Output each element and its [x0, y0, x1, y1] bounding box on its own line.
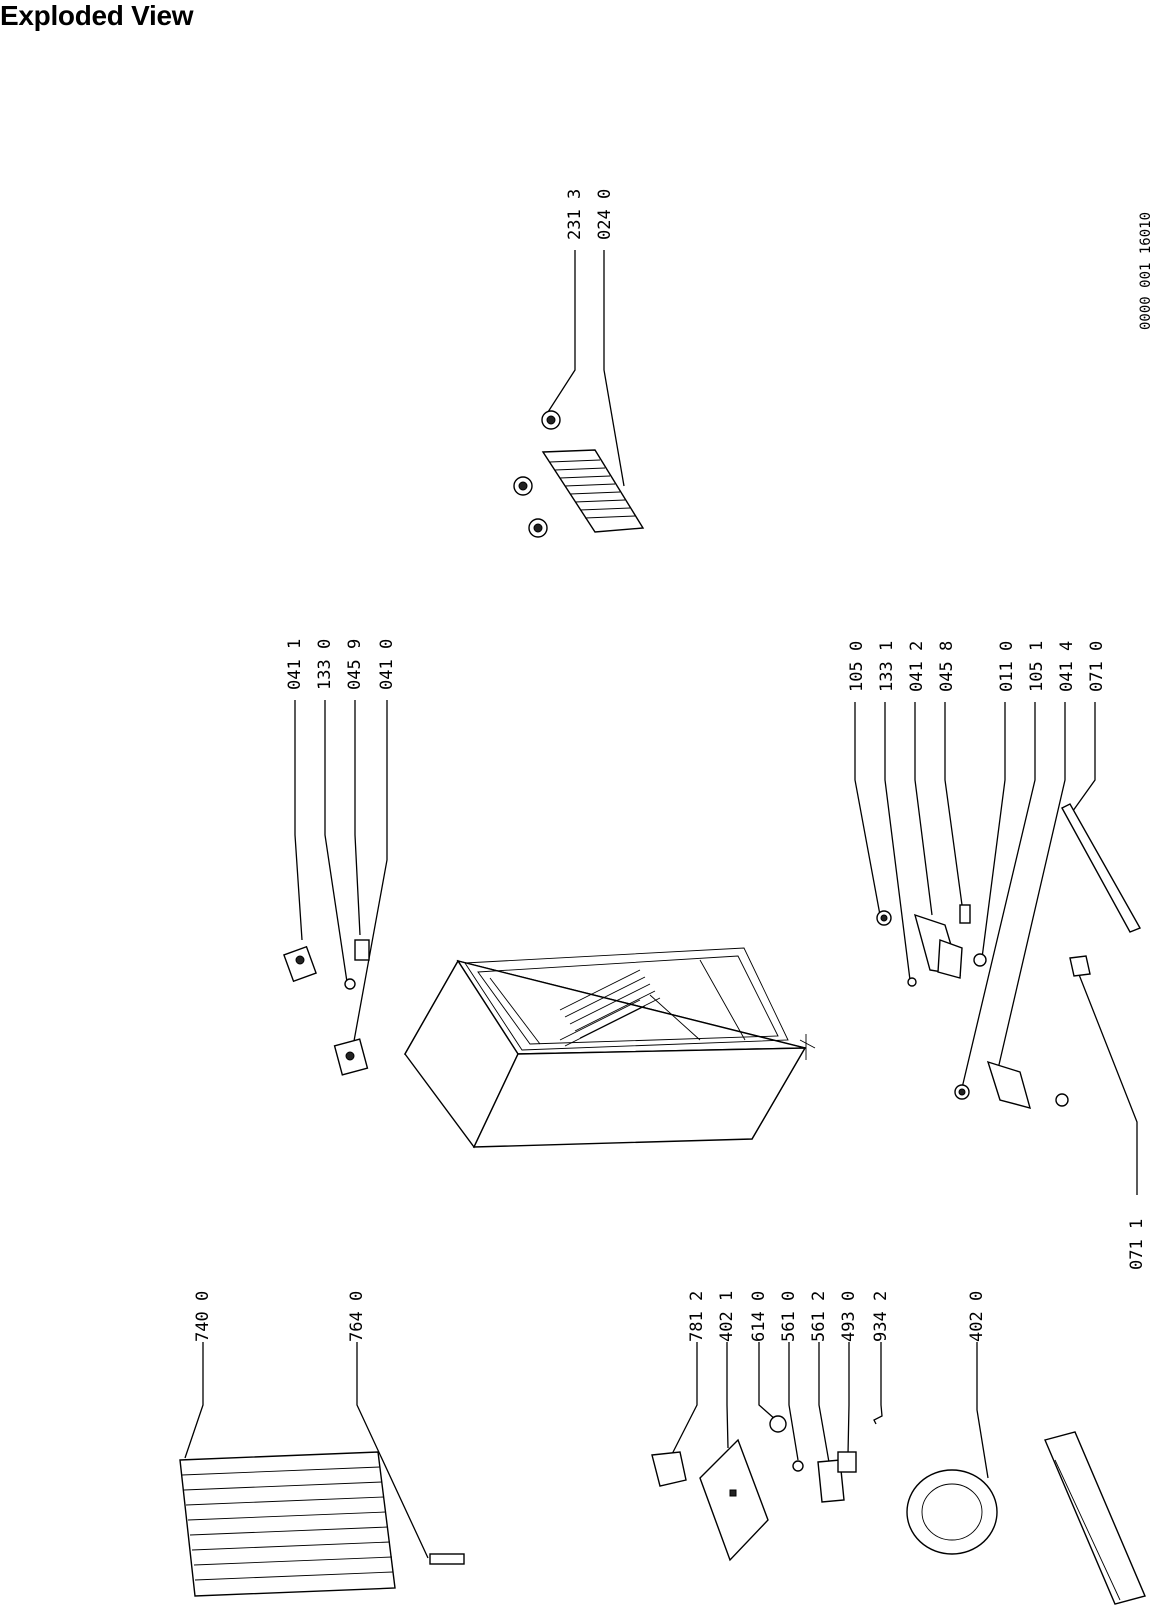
- label-071-0: 071 0: [1087, 641, 1107, 692]
- label-045-9: 045 9: [345, 639, 365, 690]
- label-045-8: 045 8: [937, 641, 957, 692]
- knob-024: [513, 410, 561, 538]
- label-614-0: 614 0: [749, 1291, 769, 1342]
- page-title: Exploded View: [0, 0, 194, 31]
- part-labels: 231 3 024 0 041 1 133 0 045 9 041 0 105 …: [193, 189, 1147, 1342]
- filter-764: [429, 1553, 465, 1565]
- label-402-0: 402 0: [967, 1291, 987, 1342]
- bar-071-0: [1061, 803, 1142, 933]
- bushing-133-0: [344, 978, 356, 990]
- base-plate: [1044, 1431, 1146, 1605]
- part-561-0: [792, 1460, 804, 1472]
- label-041-1: 041 1: [285, 639, 305, 690]
- compressor-402-0: [906, 1469, 998, 1555]
- foot-105-0: [876, 910, 892, 926]
- label-402-1: 402 1: [717, 1291, 737, 1342]
- label-024-0: 024 0: [595, 189, 615, 240]
- hinge-041-0: [333, 1038, 369, 1076]
- label-041-0: 041 0: [377, 639, 397, 690]
- hinge-041-4: [986, 1060, 1069, 1109]
- screw-045-8: [959, 904, 971, 924]
- label-934-2: 934 2: [871, 1291, 891, 1342]
- label-561-2: 561 2: [809, 1291, 829, 1342]
- label-133-0: 133 0: [315, 639, 335, 690]
- label-781-2: 781 2: [687, 1291, 707, 1342]
- condenser-740: [179, 1451, 396, 1597]
- label-105-0: 105 0: [847, 641, 867, 692]
- label-493-0: 493 0: [839, 1291, 859, 1342]
- label-011-0: 011 0: [997, 641, 1017, 692]
- part-493-0: [837, 1451, 857, 1473]
- label-231-3: 231 3: [565, 189, 585, 240]
- label-133-1: 133 1: [877, 641, 897, 692]
- label-764-0: 764 0: [347, 1291, 367, 1342]
- relay-781-2: [651, 1451, 687, 1487]
- document-code: 0000 001 16010: [1138, 212, 1154, 330]
- leader-lines: [184, 250, 1138, 1559]
- label-071-1: 071 1: [1127, 1219, 1147, 1270]
- label-740-0: 740 0: [193, 1291, 213, 1342]
- label-041-4: 041 4: [1057, 641, 1077, 692]
- cabinet: [403, 947, 816, 1149]
- screw-045-9: [354, 939, 370, 961]
- part-614-0: [769, 1415, 787, 1433]
- bushing-133-1: [907, 977, 917, 987]
- tray-402-1: [699, 1438, 769, 1562]
- foot-105-1: [954, 1084, 970, 1100]
- grille-231: [541, 449, 645, 533]
- label-041-2: 041 2: [907, 641, 927, 692]
- label-561-0: 561 0: [779, 1291, 799, 1342]
- label-105-1: 105 1: [1027, 641, 1047, 692]
- clip-071-1: [1069, 955, 1091, 977]
- hinge-041-1: [283, 945, 317, 983]
- hinge-041-2: [913, 913, 963, 979]
- nut-011-0: [973, 953, 987, 967]
